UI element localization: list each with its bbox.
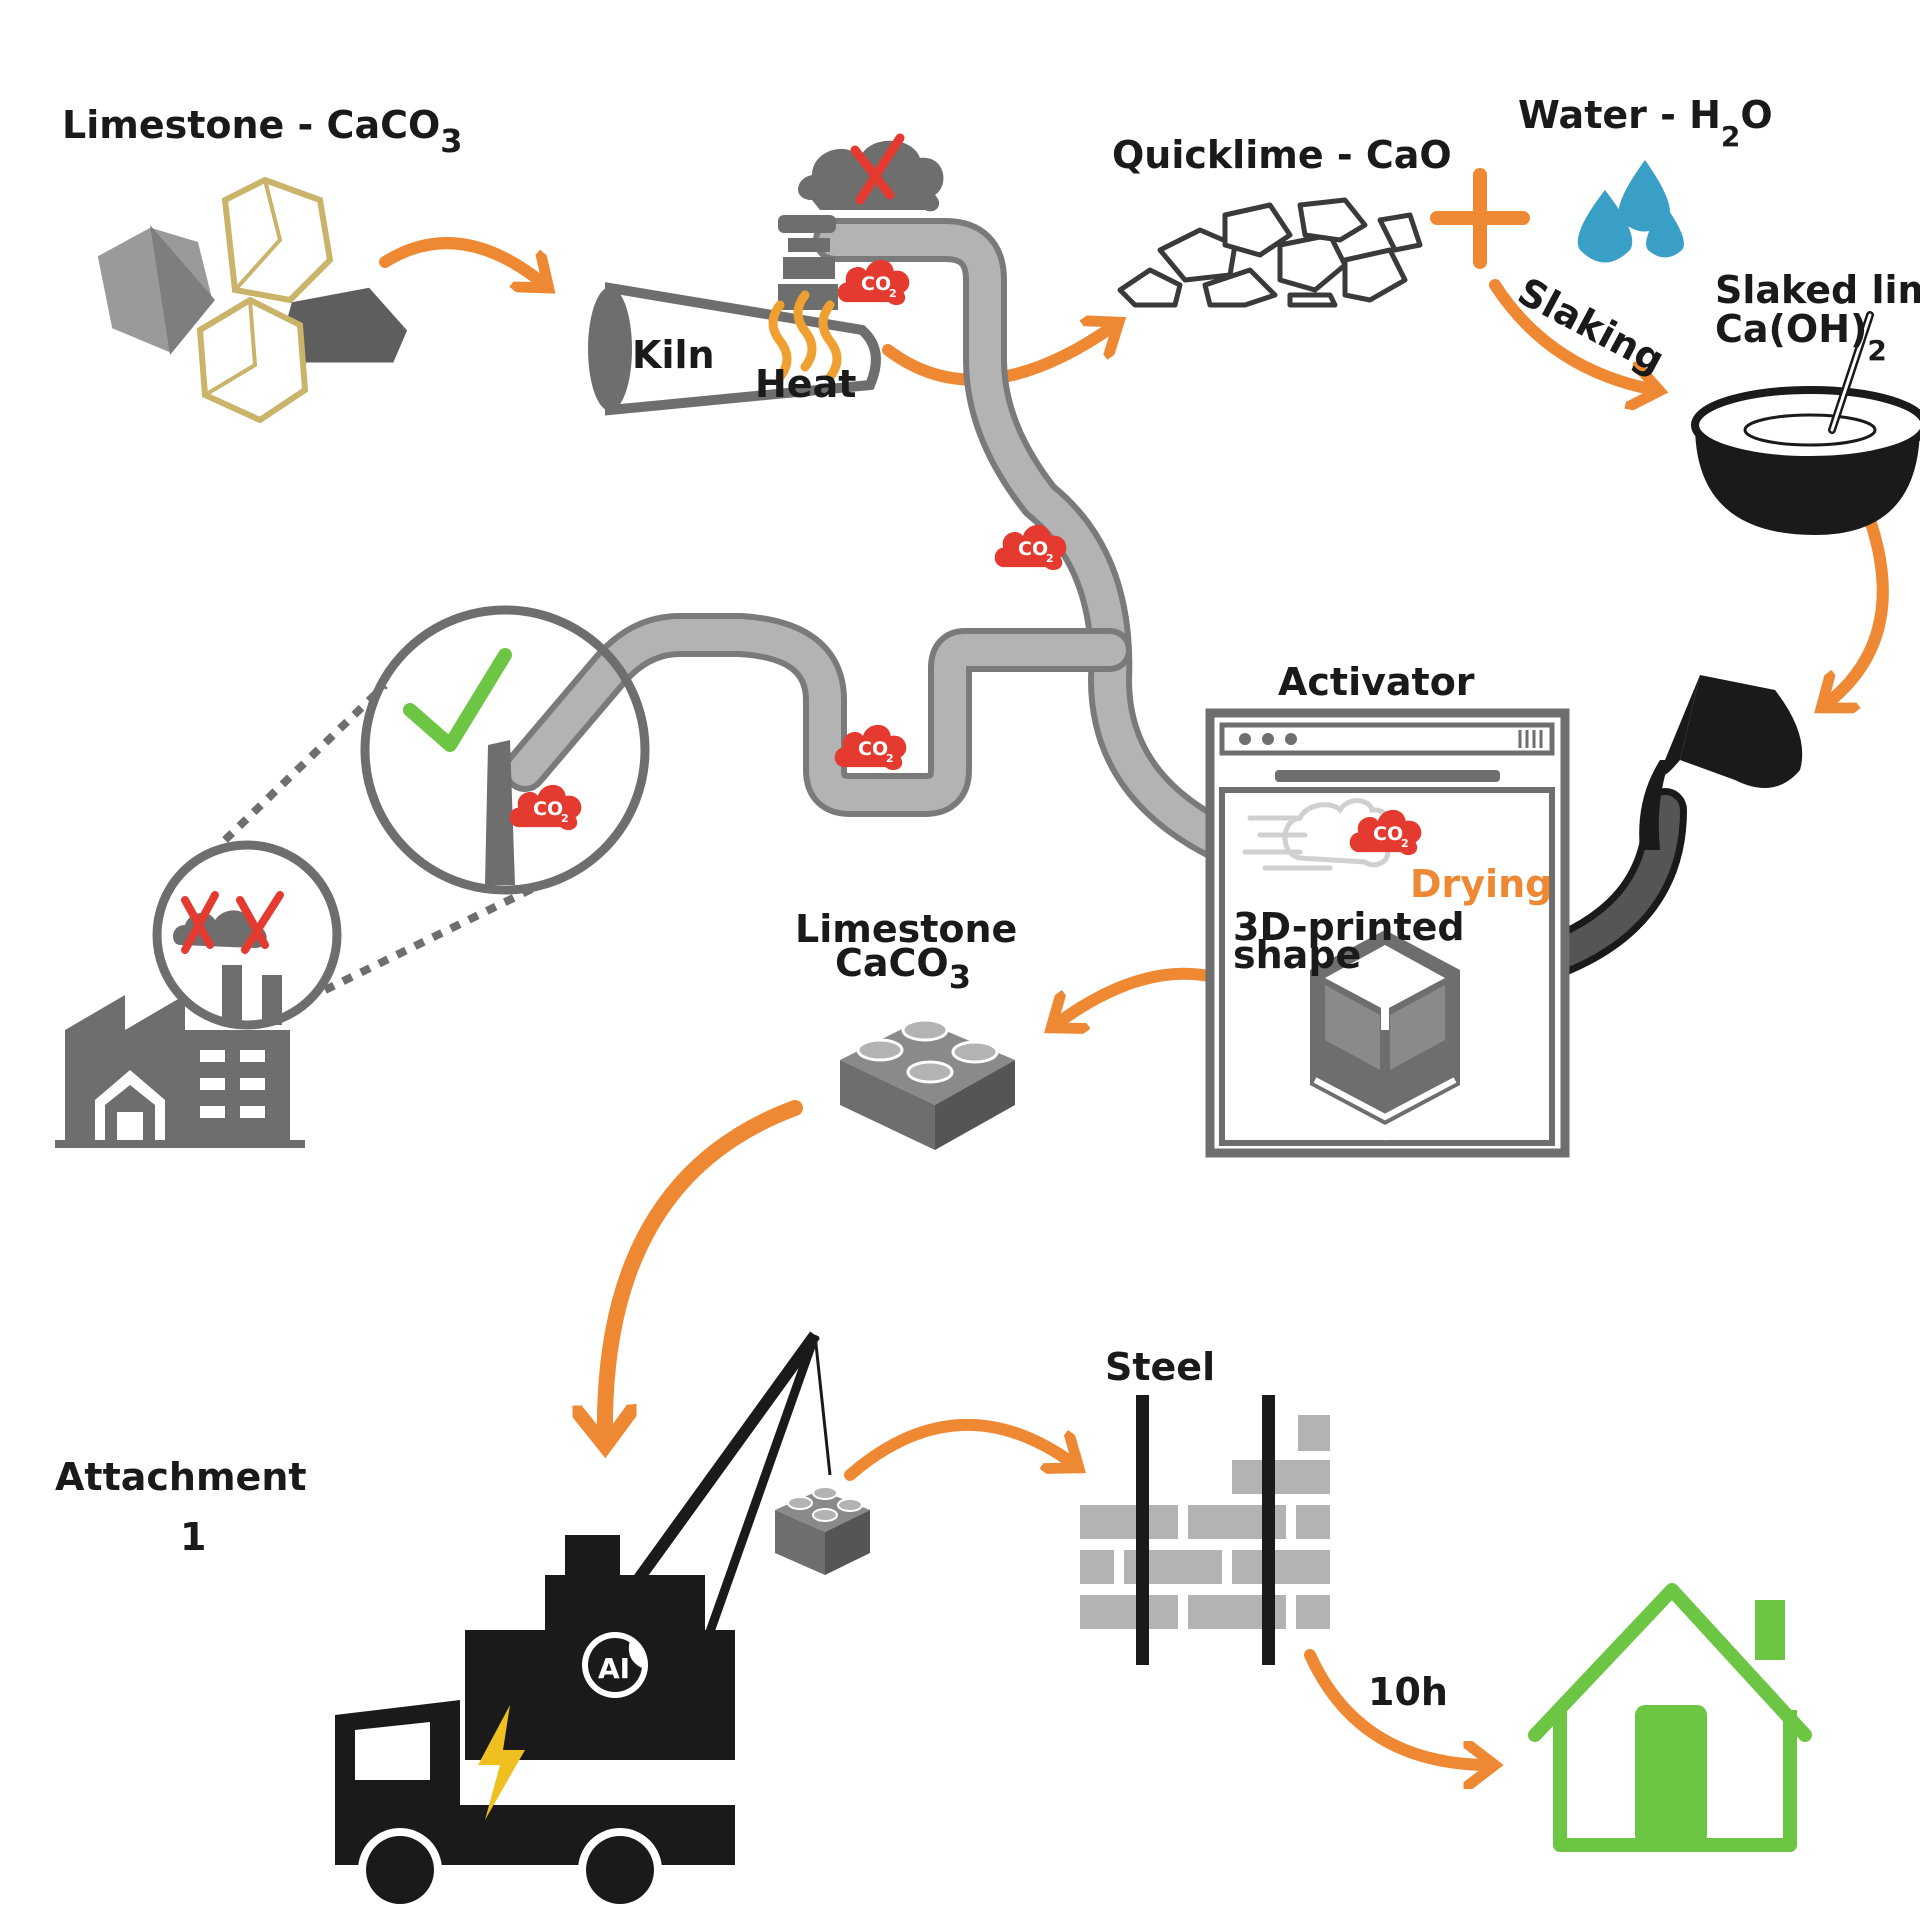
label-slaked-lime-line1: Slaked lime [1715, 268, 1920, 312]
printed-shape-cube-icon [1310, 930, 1460, 1141]
arrow-brick-to-truck [605, 1100, 803, 1440]
co2-clouds: CO 2 CO 2 CO 2 CO 2 CO 2 [509, 259, 1422, 856]
magnifier-circle-icon [152, 605, 650, 1030]
limestone-rocks-icon [92, 176, 413, 424]
label-limestone-mid-line1: Limestone [795, 907, 1017, 951]
chimney-icon [485, 740, 515, 885]
factory-icon [55, 965, 305, 1148]
co2-subscript: 2 [561, 812, 569, 825]
co2-label: CO [1018, 538, 1048, 560]
steel-bar-icon [1136, 1395, 1275, 1665]
quicklime-rocks-icon [1117, 197, 1423, 308]
arrow-wall-to-house [1304, 1649, 1490, 1765]
arrow-bowl-to-jug [1825, 514, 1889, 705]
co2-cloud-icon: CO 2 [509, 784, 582, 831]
co2-label: CO [1373, 823, 1403, 845]
co2-subscript: 2 [1401, 837, 1409, 850]
label-printed-line1: 3D-printed [1233, 905, 1465, 949]
co2-label: CO [533, 798, 563, 820]
label-heat: Heat [755, 362, 856, 406]
label-drying: Drying [1410, 862, 1552, 906]
label-printed-line2: shape [1233, 933, 1361, 977]
co2-subscript: 2 [889, 287, 897, 300]
plus-icon [1430, 168, 1530, 269]
label-attachment-line1: Attachment [55, 1455, 307, 1499]
co2-cloud-icon: CO 2 [837, 259, 910, 306]
limestone-brick-icon [840, 1018, 1015, 1150]
co2-cloud-icon: CO 2 [834, 724, 907, 771]
co2-subscript: 2 [1046, 552, 1054, 565]
label-slaked-lime-line2: Ca(OH)2 [1715, 307, 1887, 367]
co2-cloud-icon: CO 2 [1349, 809, 1422, 856]
label-water: Water - H2O [1518, 93, 1773, 153]
co2-label: CO [858, 738, 888, 760]
red-x-icon [850, 133, 905, 205]
co2-cloud-icon: CO 2 [994, 524, 1067, 571]
arrow-limestone-to-kiln [379, 237, 545, 285]
house-icon [1528, 1583, 1812, 1852]
heat-flame-icon [768, 290, 842, 382]
kiln-icon [588, 215, 881, 416]
co2-subscript: 2 [886, 752, 894, 765]
crane-load-brick-icon [775, 1486, 870, 1575]
water-drops-icon [1577, 160, 1684, 263]
lightning-icon [478, 1705, 525, 1820]
label-limestone-top: Limestone - CaCO3 [62, 103, 463, 160]
green-check-icon [403, 648, 512, 752]
pouring-jug-icon [1639, 675, 1803, 850]
slaked-lime-bowl-icon [1691, 311, 1920, 535]
brick-wall-icon [1080, 1415, 1330, 1629]
label-quicklime: Quicklime - CaO [1112, 133, 1452, 177]
arrow-truck-to-wall [844, 1418, 1075, 1481]
label-ai: AI [598, 1652, 630, 1685]
label-steel: Steel [1105, 1345, 1215, 1389]
label-limestone-mid-line2: CaCO3 [835, 941, 971, 996]
label-attachment-line2: 1 [180, 1515, 206, 1559]
crane-truck-icon [335, 1331, 832, 1912]
label-activator: Activator [1278, 660, 1475, 704]
label-duration: 10h [1368, 1670, 1448, 1714]
co2-label: CO [861, 273, 891, 295]
arrow-slaking [1489, 279, 1655, 390]
label-kiln: Kiln [632, 333, 715, 377]
